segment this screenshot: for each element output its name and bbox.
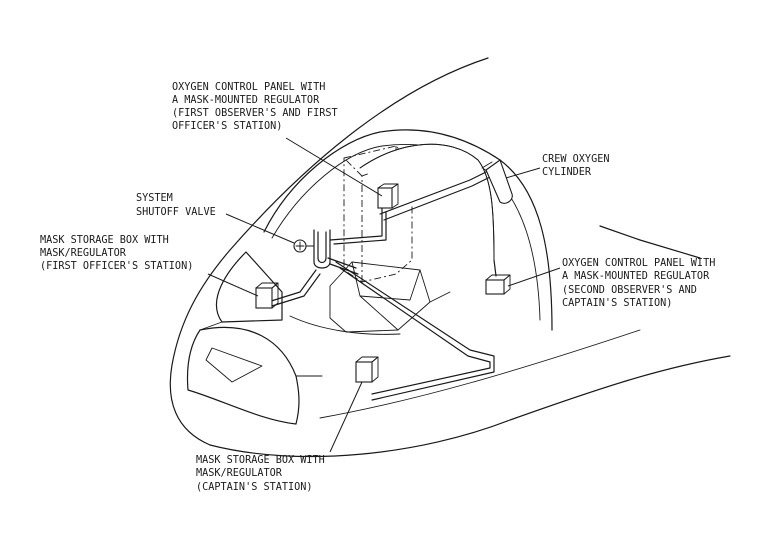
svg-text:CREW OXYGEN: CREW OXYGEN [542,154,609,165]
fuselage [169,57,731,458]
svg-text:OFFICER'S STATION): OFFICER'S STATION) [172,121,282,132]
label-captain-mask-box: MASK STORAGE BOX WITH MASK/REGULATOR (CA… [196,455,325,493]
svg-text:MASK/REGULATOR: MASK/REGULATOR [40,248,127,259]
svg-text:SYSTEM: SYSTEM [136,193,173,204]
svg-text:OXYGEN CONTROL PANEL WITH: OXYGEN CONTROL PANEL WITH [562,258,715,269]
oxygen-plumbing [267,143,495,401]
component-fo-mask-box [255,282,279,309]
svg-text:(FIRST OBSERVER'S AND FIRST: (FIRST OBSERVER'S AND FIRST [172,108,338,119]
label-obs1-panel: OXYGEN CONTROL PANEL WITH A MASK-MOUNTED… [172,82,338,132]
label-shutoff-valve: SYSTEM SHUTOFF VALVE [136,193,216,218]
svg-text:A MASK-MOUNTED REGULATOR: A MASK-MOUNTED REGULATOR [172,95,320,106]
component-obs2-panel [485,259,511,295]
center-console [289,261,451,335]
component-crew-oxygen-cylinder [481,159,513,204]
svg-text:(SECOND OBSERVER'S AND: (SECOND OBSERVER'S AND [562,285,697,296]
svg-text:A MASK-MOUNTED REGULATOR: A MASK-MOUNTED REGULATOR [562,271,710,282]
component-obs1-panel [377,183,399,209]
label-obs2-panel: OXYGEN CONTROL PANEL WITH A MASK-MOUNTED… [562,258,715,309]
leader-lines [207,137,561,453]
svg-text:SHUTOFF VALVE: SHUTOFF VALVE [136,207,216,218]
svg-text:MASK/REGULATOR: MASK/REGULATOR [196,468,283,479]
svg-text:(FIRST OFFICER'S STATION): (FIRST OFFICER'S STATION) [40,261,193,272]
svg-text:CAPTAIN'S STATION): CAPTAIN'S STATION) [562,298,672,309]
svg-text:CYLINDER: CYLINDER [542,167,592,178]
component-captain-mask-box [355,356,379,383]
label-fo-mask-box: MASK STORAGE BOX WITH MASK/REGULATOR (FI… [40,235,193,272]
svg-text:MASK STORAGE BOX WITH: MASK STORAGE BOX WITH [40,235,169,246]
svg-text:(CAPTAIN'S STATION): (CAPTAIN'S STATION) [196,482,313,493]
svg-text:MASK STORAGE BOX WITH: MASK STORAGE BOX WITH [196,455,325,466]
component-shutoff-valve [293,239,315,253]
label-crew-cylinder: CREW OXYGEN CYLINDER [542,154,609,178]
svg-text:OXYGEN CONTROL PANEL WITH: OXYGEN CONTROL PANEL WITH [172,82,325,93]
